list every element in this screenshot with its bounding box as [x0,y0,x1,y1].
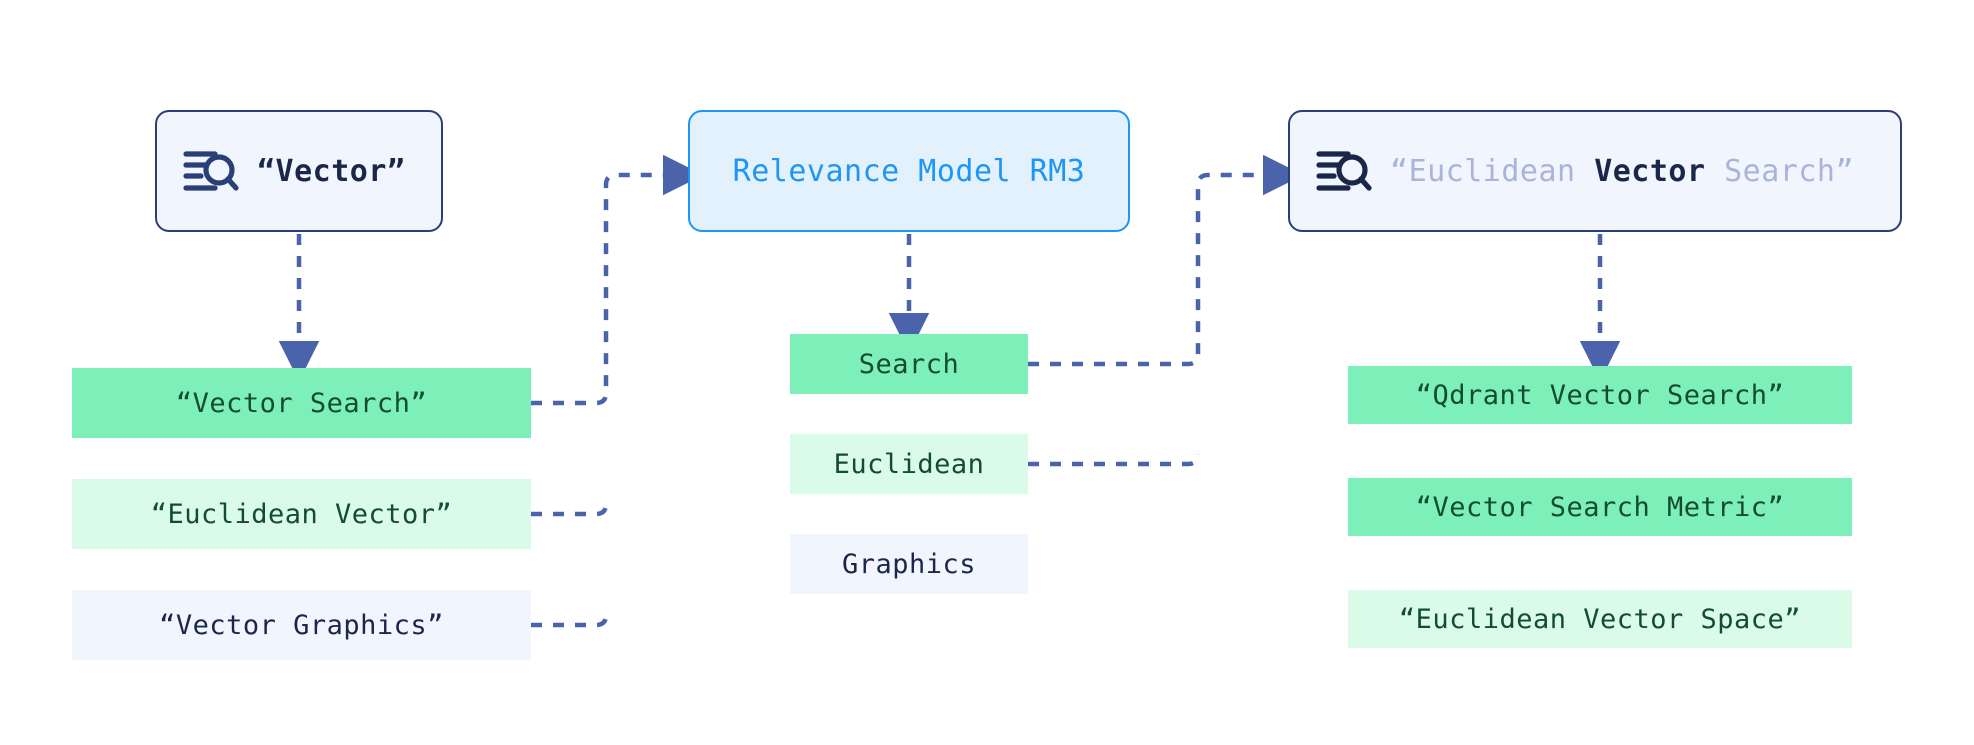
output-token-0: Euclidean [1408,153,1576,189]
expansion-term-item-3[interactable]: Graphics [790,534,1028,594]
initial-result-label-2: “Euclidean Vector” [150,498,453,530]
initial-result-item-2[interactable]: “Euclidean Vector” [72,479,531,549]
output-token-2: Search [1724,153,1836,189]
input-query-box[interactable]: “Vector” [155,110,443,232]
wire-term-2-to-trunk [1028,453,1201,467]
expansion-term-item-2[interactable]: Euclidean [790,434,1028,494]
expansion-term-label-3: Graphics [841,548,977,580]
output-query-box[interactable]: “Euclidean Vector Search” [1288,110,1902,232]
expansion-term-label-1: Search [858,348,960,380]
relevance-model-label: Relevance Model RM3 [732,153,1086,189]
output-token-1: Vector [1594,153,1706,189]
output-close-quote: ” [1835,153,1855,189]
output-query-text: “Euclidean Vector Search” [1390,154,1854,189]
final-result-label-3: “Euclidean Vector Space” [1398,603,1802,635]
relevance-model-box[interactable]: Relevance Model RM3 [688,110,1130,232]
expansion-term-item-1[interactable]: Search [790,334,1028,394]
initial-result-item-3[interactable]: “Vector Graphics” [72,590,531,660]
input-query-text: “Vector” [257,153,406,189]
initial-result-item-1[interactable]: “Vector Search” [72,368,531,438]
search-list-icon [183,151,239,191]
final-result-item-1[interactable]: “Qdrant Vector Search” [1348,366,1852,424]
final-result-item-3[interactable]: “Euclidean Vector Space” [1348,590,1852,648]
final-result-label-2: “Vector Search Metric” [1415,491,1785,523]
expansion-term-label-2: Euclidean [833,448,985,480]
wire-initial-1-to-trunk [531,154,704,406]
search-list-icon [1316,151,1372,191]
wire-initial-3-to-trunk [531,614,609,628]
output-open-quote: “ [1390,153,1409,189]
initial-result-label-1: “Vector Search” [175,387,428,419]
final-result-label-1: “Qdrant Vector Search” [1415,379,1785,411]
initial-result-label-3: “Vector Graphics” [159,609,444,641]
final-result-item-2[interactable]: “Vector Search Metric” [1348,478,1852,536]
wire-initial-2-to-trunk [531,503,609,517]
